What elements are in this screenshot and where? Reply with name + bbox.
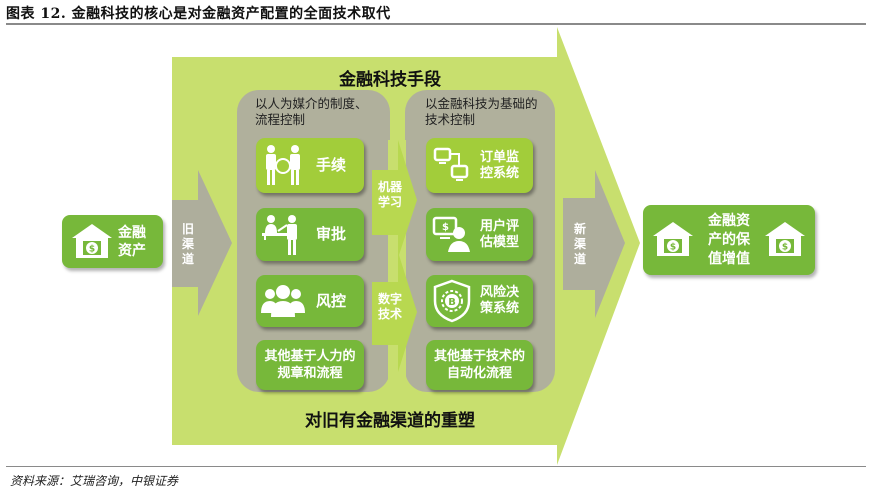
old-channel-label: 旧渠道: [181, 222, 194, 266]
new-channel-arrow-shape: [563, 170, 625, 318]
network-monitor-icon: [433, 147, 469, 181]
bank-money-icon: $: [72, 223, 112, 258]
svg-text:$: $: [782, 243, 788, 253]
machine-learning-arrow-shape: [372, 140, 417, 258]
output-asset-box: $ 金融资产的保值增值 $: [643, 205, 815, 275]
output-asset-label: 金融资产的保值增值: [708, 212, 750, 267]
desk-approval-icon: [262, 214, 297, 255]
card-risk-control: 风控: [256, 275, 364, 327]
card-risk-decision-label: 风险决策系统: [480, 285, 520, 316]
digital-tech-arrow-shape: [372, 252, 417, 372]
shield-bitcoin-icon: B: [433, 279, 471, 323]
user-evaluation-icon: $: [432, 216, 470, 252]
bank-money-icon: $: [653, 222, 693, 256]
main-arrow-header: 金融科技手段: [339, 70, 441, 90]
bank-money-icon: $: [765, 222, 805, 256]
card-other-automated-label: 其他基于技术的自动化流程: [433, 349, 525, 381]
card-procedures: 手续: [256, 138, 364, 193]
bottom-divider: [6, 466, 866, 467]
card-risk-control-label: 风控: [316, 291, 347, 310]
card-order-monitoring-label: 订单监控系统: [480, 149, 520, 181]
svg-text:B: B: [448, 297, 456, 308]
connector-digital-tech-label: 数字技术: [377, 292, 402, 321]
old-channel-arrow-shape: [172, 170, 232, 316]
card-approval-label: 审批: [316, 225, 347, 243]
people-handshake-icon: [266, 144, 300, 185]
card-order-monitoring: 订单监控系统: [426, 138, 533, 193]
svg-text:$: $: [89, 244, 95, 254]
main-arrow-footer: 对旧有金融渠道的重塑: [305, 411, 475, 431]
connector-machine-learning-label: 机器学习: [377, 180, 402, 209]
card-other-manual-label: 其他基于人力的规章和流程: [264, 349, 356, 381]
card-user-evaluation-label: 用户评估模型: [480, 218, 520, 250]
right-panel-caption: 以金融科技为基础的技术控制: [425, 96, 538, 127]
input-asset-label: 金融资产: [118, 224, 146, 259]
card-other-manual: 其他基于人力的规章和流程: [256, 340, 364, 390]
svg-text:$: $: [670, 243, 676, 253]
card-risk-decision: B 风险决策系统: [426, 275, 533, 327]
card-procedures-label: 手续: [316, 156, 347, 174]
card-approval: 审批: [256, 208, 364, 261]
new-channel-label: 新渠道: [573, 222, 586, 266]
figure-title: 图表 12. 金融科技的核心是对金融资产配置的全面技术取代: [6, 6, 391, 22]
svg-text:$: $: [442, 222, 449, 233]
left-panel-caption: 以人为媒介的制度、流程控制: [255, 96, 368, 127]
figure-source: 资料来源：艾瑞咨询，中银证券: [10, 474, 179, 488]
top-divider: [6, 23, 866, 25]
card-user-evaluation: $ 用户评估模型: [426, 208, 533, 261]
card-other-automated: 其他基于技术的自动化流程: [426, 340, 533, 390]
group-users-icon: [261, 285, 305, 317]
input-asset-box: $ 金融资产: [62, 215, 163, 268]
